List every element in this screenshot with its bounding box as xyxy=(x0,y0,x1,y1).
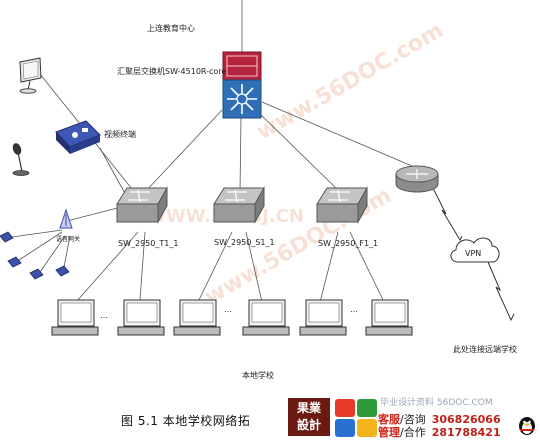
footer-row1-black: /咨询 xyxy=(400,413,426,426)
penguin-icon xyxy=(519,417,535,435)
computer-3-icon xyxy=(173,299,221,336)
footer-row2-number: 281788421 xyxy=(431,426,501,439)
ellipsis-2: … xyxy=(224,305,232,314)
core-switch-icon xyxy=(222,51,262,119)
access-switch-s1-icon xyxy=(213,186,265,224)
video-terminal-icon xyxy=(55,120,101,154)
computer-5-icon xyxy=(299,299,347,336)
voice-gateway-label: 语音网关 xyxy=(56,235,80,243)
site-footer-banner: 果業 設計 毕业设计资料 56DOC.COM 客服/咨询 306826066 管理… xyxy=(288,394,540,439)
logo-line-1: 果業 xyxy=(296,401,321,415)
logo-line-2: 設計 xyxy=(296,418,321,432)
computer-2-icon xyxy=(117,299,165,336)
local-school-label: 本地学校 xyxy=(242,370,274,380)
upstream-label: 上连教育中心 xyxy=(147,23,195,33)
connection-lines xyxy=(4,0,413,303)
voice-gateway-icon xyxy=(59,208,73,229)
phone-icons xyxy=(0,231,70,280)
footer-row1-number: 306826066 xyxy=(431,413,501,426)
access-switch-t1-icon xyxy=(116,186,168,224)
footer-site-text: 毕业设计资料 56DOC.COM xyxy=(380,398,493,408)
microphone-icon xyxy=(12,143,30,176)
footer-contact-row-1: 客服/咨询 306826066 xyxy=(378,411,501,427)
core-switch-label: 汇聚层交换机SW-4510R-core xyxy=(117,66,226,76)
ellipsis-3: … xyxy=(350,305,358,314)
vpn-cloud-icon xyxy=(450,237,500,263)
puzzle-icon xyxy=(335,399,377,437)
figure-caption: 图 5.1 本地学校网络拓 xyxy=(121,414,251,428)
ellipsis-1: … xyxy=(100,311,108,320)
vpn-link-lower xyxy=(487,261,515,322)
computer-6-icon xyxy=(365,299,413,336)
footer-contact-row-2: 管理/合作 281788421 xyxy=(378,424,501,440)
router-icon xyxy=(395,165,439,193)
remote-school-label: 此处连接远端学校 xyxy=(453,344,517,354)
watermark-56doc-top: www.56DOC.com xyxy=(253,18,448,145)
computer-4-icon xyxy=(242,299,290,336)
monitor-icon xyxy=(19,57,42,94)
video-terminal-label: 视频终端 xyxy=(104,129,136,139)
vpn-label: VPN xyxy=(465,249,481,258)
footer-row2-red: 管理 xyxy=(378,426,400,439)
switch-f1-label: SW_2950_F1_1 xyxy=(318,239,378,248)
access-switch-f1-icon xyxy=(316,186,368,224)
footer-row1-red: 客服 xyxy=(378,413,400,426)
switch-t1-label: SW_2950_T1_1 xyxy=(118,239,178,248)
brand-logo: 果業 設計 xyxy=(288,398,330,436)
vpn-link-upper xyxy=(431,185,463,242)
footer-row2-black: /合作 xyxy=(400,426,426,439)
switch-s1-label: SW_2950_S1_1 xyxy=(214,238,275,247)
computer-1-icon xyxy=(51,299,99,336)
